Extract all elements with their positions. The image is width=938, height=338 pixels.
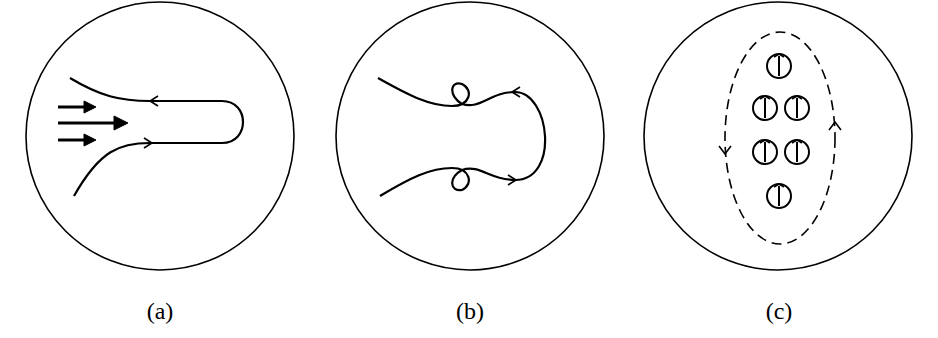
arrowhead: [719, 146, 731, 154]
field-line: [70, 78, 243, 196]
panel-label: (a): [147, 298, 174, 325]
panel-label: (b): [456, 298, 484, 325]
boundary-circle: [644, 2, 912, 270]
flow-arrows: [58, 101, 128, 146]
arrowhead: [512, 87, 520, 97]
boundary-circle: [26, 2, 294, 270]
boundary-circle: [336, 2, 604, 270]
arrowhead: [829, 122, 841, 130]
arrowhead: [150, 96, 158, 106]
vortex-loops: [753, 54, 809, 208]
panel-label: (c): [766, 298, 793, 325]
arrowhead: [508, 175, 516, 185]
twisted-field-line: [378, 78, 545, 196]
arrowhead: [144, 138, 152, 148]
dashed-boundary: [725, 32, 835, 244]
